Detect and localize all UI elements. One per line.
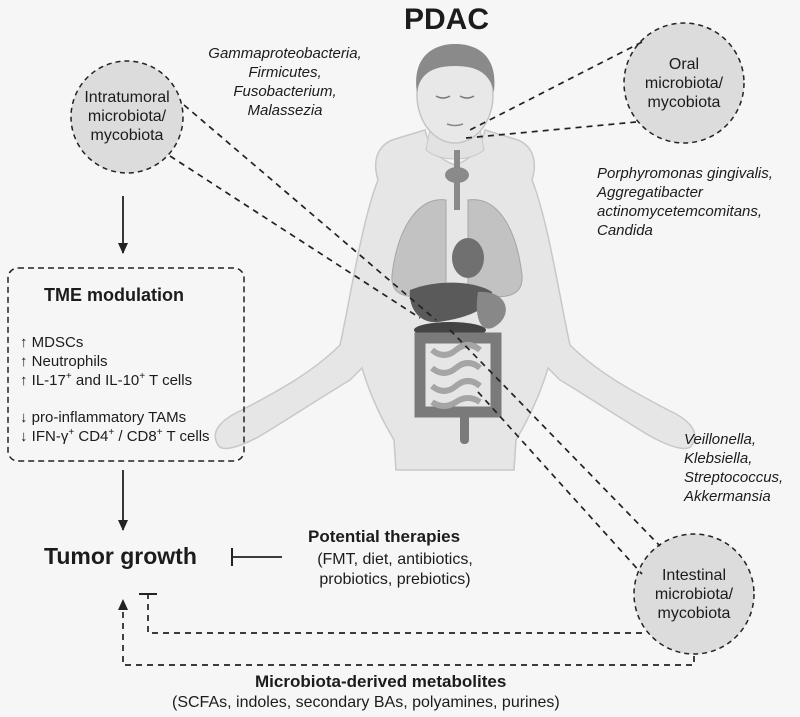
oral-species: Porphyromonas gingivalis, Aggregatibacte… [597, 165, 773, 239]
stomach [476, 291, 506, 329]
oral-connector-2 [465, 121, 637, 139]
therapies-title: Potential therapies [308, 527, 461, 546]
tme-item: ↑ MDSCs [20, 334, 84, 351]
thyroid [445, 167, 469, 183]
tme-title: TME modulation [44, 285, 184, 305]
therapies-detail: (FMT, diet, antibiotics, probiotics, pre… [317, 551, 473, 588]
liver [409, 282, 493, 323]
diagram-title: PDAC [404, 3, 490, 36]
intestinal-species: Veillonella, Klebsiella, Streptococcus, … [684, 431, 784, 505]
tme-up-list: ↑ MDSCs ↑ Neutrophils ↑ IL-17+ and IL-10… [20, 333, 192, 390]
metabolites-detail: (SCFAs, indoles, secondary BAs, polyamin… [172, 694, 560, 711]
metabolite-inhibit-path [147, 594, 642, 634]
intratumoral-connector-2 [169, 155, 421, 319]
tme-item: ↓ pro-inflammatory TAMs [20, 409, 187, 426]
rectum [460, 412, 469, 444]
intratumoral-connector-1 [183, 104, 437, 321]
metabolites-title: Microbiota-derived metabolites [255, 672, 507, 691]
tme-item: ↓ IFN-γ+ CD4+ / CD8+ T cells [20, 427, 210, 446]
tme-item: ↑ Neutrophils [20, 353, 108, 370]
tumor-growth-label: Tumor growth [44, 543, 197, 569]
eye-right [459, 95, 475, 99]
oral-circle [623, 22, 745, 144]
intestinal-connector-2 [477, 391, 643, 575]
intratumoral-circle [70, 60, 184, 174]
human-body-figure [214, 44, 696, 471]
intratumoral-label: Intratumoral microbiota/ mycobiota [84, 89, 170, 144]
intestinal-label: Intestinal microbiota/ mycobiota [654, 567, 734, 622]
tme-item: ↑ IL-17+ and IL-10+ T cells [20, 371, 193, 390]
small-intestine [430, 342, 482, 409]
eye-left [435, 95, 451, 99]
oral-label: Oral microbiota/ mycobiota [644, 56, 724, 111]
intratumoral-species: Gammaproteobacteria, Firmicutes, Fusobac… [208, 45, 362, 119]
hair [416, 44, 495, 92]
metabolite-promote-path [118, 599, 695, 666]
heart [452, 238, 484, 278]
mouth [446, 123, 464, 127]
tme-down-list: ↓ pro-inflammatory TAMs ↓ IFN-γ+ CD4+ / … [20, 408, 210, 446]
intestinal-circle [633, 533, 755, 655]
